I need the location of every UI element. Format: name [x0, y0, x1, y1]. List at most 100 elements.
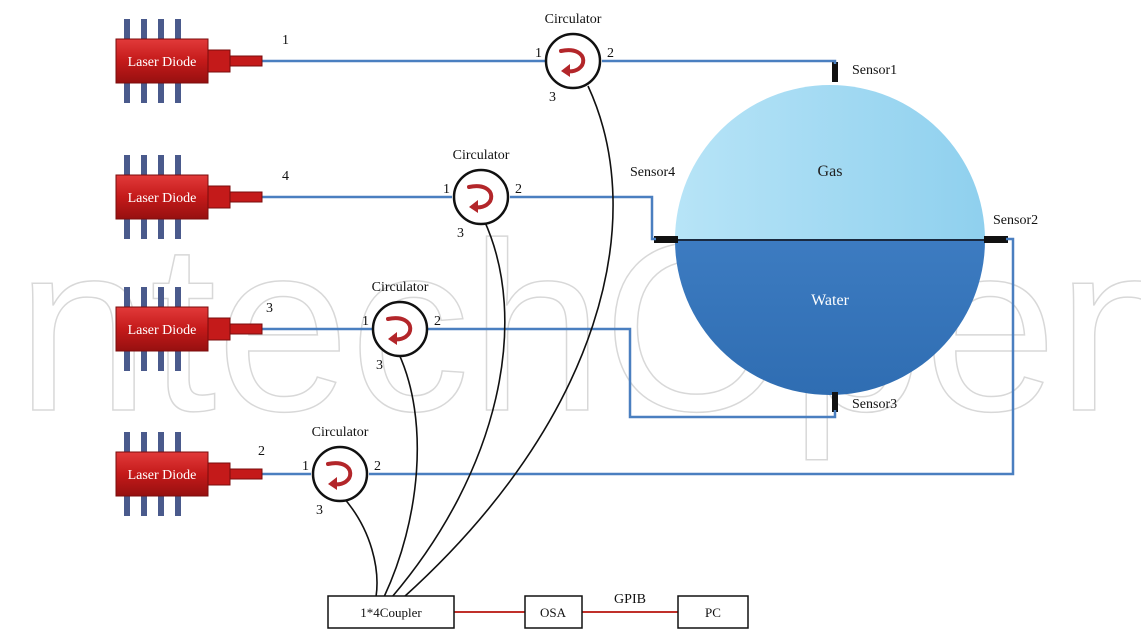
laser-output-stub [207, 185, 231, 209]
circulator-label: Circulator [372, 280, 429, 295]
laser-pin [158, 83, 164, 103]
laser-diode-4: Laser Diode 2 [115, 432, 265, 516]
laser-pin [141, 19, 147, 39]
laser-pin [158, 351, 164, 371]
laser-pin [175, 155, 181, 175]
circulator-arrow-icon [559, 48, 586, 74]
circulator-arrow-icon [386, 316, 413, 342]
laser-diode-label: Laser Diode [128, 468, 197, 483]
circulator-port2: 2 [374, 459, 381, 474]
laser-pin [175, 351, 181, 371]
circulator-arrowhead-icon [469, 200, 478, 213]
circulator-port2: 2 [515, 182, 522, 197]
laser-pin [158, 19, 164, 39]
circulator-port2: 2 [607, 46, 614, 61]
laser-pin [175, 83, 181, 103]
laser-pin [175, 219, 181, 239]
circulator-port1: 1 [535, 46, 542, 61]
sensor2-label: Sensor2 [993, 213, 1038, 228]
laser-pin [124, 19, 130, 39]
sensor1-marker [832, 62, 838, 82]
laser-port-number: 4 [282, 169, 289, 184]
laser-pin [141, 83, 147, 103]
circulator-port2: 2 [434, 314, 441, 329]
tank: Gas Water [675, 85, 985, 395]
fiber-circ3-sensor3 [428, 327, 837, 419]
laser-pin [158, 155, 164, 175]
circulator-port3: 3 [376, 358, 383, 373]
laser-pin [141, 351, 147, 371]
circulator-ring [544, 32, 602, 90]
sensor4-label: Sensor4 [630, 165, 675, 180]
sensor3-marker [832, 392, 838, 412]
circulator-port3: 3 [316, 503, 323, 518]
laser-diode-label: Laser Diode [128, 323, 197, 338]
circulator-3: Circulator 1 2 3 [362, 280, 441, 373]
laser-port-number: 1 [282, 33, 289, 48]
circulator-arrow-icon [326, 461, 353, 487]
circulator-4: Circulator 1 2 3 [302, 425, 381, 518]
laser-pin [158, 496, 164, 516]
laser-diode-label: Laser Diode [128, 55, 197, 70]
circulator-arrow-icon [467, 184, 494, 210]
laser-diode-label: Laser Diode [128, 191, 197, 206]
laser-diode-1: Laser Diode 1 [115, 19, 289, 103]
laser-pin [124, 287, 130, 307]
laser-pin [124, 83, 130, 103]
laser-pin [124, 219, 130, 239]
laser-pin [158, 219, 164, 239]
circulator-port3: 3 [457, 226, 464, 241]
laser-output-stub [207, 462, 231, 486]
fiber-circ1-sensor1 [602, 59, 837, 64]
laser-pin [175, 432, 181, 452]
circulator-label: Circulator [453, 148, 510, 163]
return-fiber-circ4 [342, 496, 378, 598]
circulator-ring [371, 300, 429, 358]
circulator-port1: 1 [443, 182, 450, 197]
fiber-routes [262, 59, 1015, 476]
circulator-arrowhead-icon [328, 477, 337, 490]
osa-label: OSA [540, 605, 567, 620]
circulator-label: Circulator [312, 425, 369, 440]
gas-label: Gas [818, 163, 843, 180]
circulator-port1: 1 [302, 459, 309, 474]
laser-pin [141, 219, 147, 239]
circulator-port3: 3 [549, 90, 556, 105]
laser-pin [141, 496, 147, 516]
laser-pin [175, 287, 181, 307]
pc-box [677, 595, 749, 629]
sensor3-label: Sensor3 [852, 397, 897, 412]
osa-box [524, 595, 583, 629]
bottom-chain: 1*4Coupler OSA PC GPIB [327, 592, 749, 629]
laser-pin [175, 496, 181, 516]
laser-pin [158, 432, 164, 452]
coupler-label: 1*4Coupler [360, 605, 422, 620]
circulator-arrowhead-icon [388, 332, 397, 345]
circulator-ring [452, 168, 510, 226]
laser-port-number: 2 [258, 444, 265, 459]
laser-diode-2: Laser Diode 4 [115, 155, 289, 239]
laser-output-stub [229, 55, 263, 67]
laser-body [115, 174, 209, 220]
laser-pin [124, 496, 130, 516]
laser-pin [141, 155, 147, 175]
circulator-2: Circulator 1 2 3 [443, 148, 522, 241]
circulator-port1: 1 [362, 314, 369, 329]
water-label: Water [811, 292, 849, 309]
fiber-circ2-sensor4 [510, 195, 656, 241]
laser-pin [124, 351, 130, 371]
fiber-circ4-sensor2 [369, 237, 1015, 476]
sensor1-label: Sensor1 [852, 63, 897, 78]
laser-pin [124, 432, 130, 452]
laser-pin [175, 19, 181, 39]
gas-region [675, 85, 985, 240]
return-fiber-circ2 [391, 219, 506, 598]
laser-body [115, 451, 209, 497]
sensor2-marker [984, 236, 1008, 243]
